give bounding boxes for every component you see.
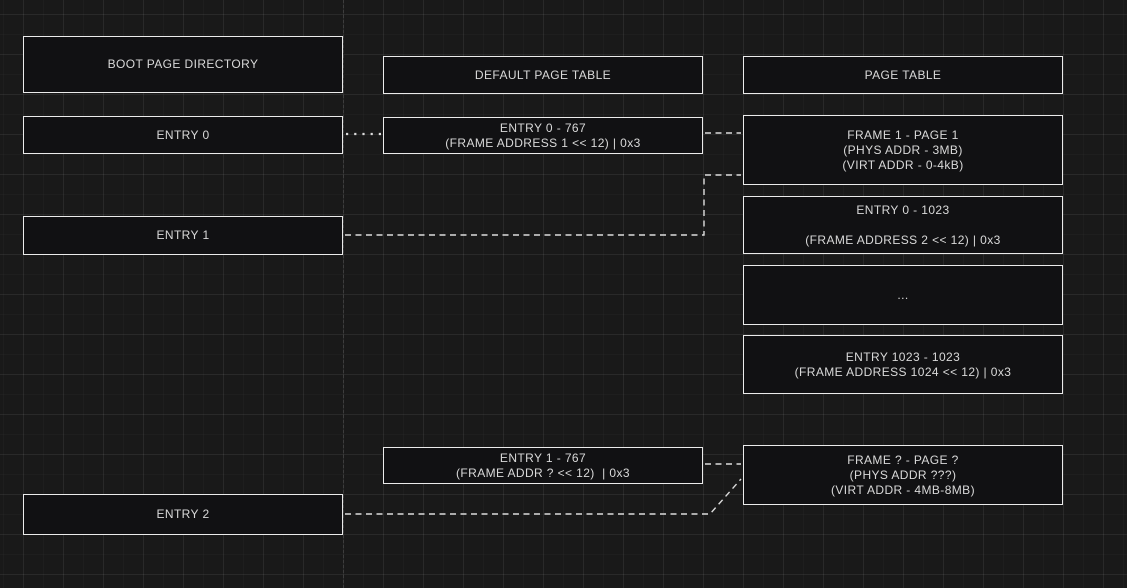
boot-dir-entry2-label: ENTRY 2 <box>156 507 210 521</box>
pt-entry0-1023-box[interactable]: ENTRY 0 - 1023 (FRAME ADDRESS 2 << 12) |… <box>743 196 1063 254</box>
boot-page-directory-title: BOOT PAGE DIRECTORY <box>107 57 259 71</box>
default-pt-entry1-label: ENTRY 1 - 767 (FRAME ADDR ? << 12) | 0x3 <box>456 450 630 480</box>
pt-entry1023-label: ENTRY 1023 - 1023 (FRAME ADDRESS 1024 <<… <box>794 349 1012 379</box>
page-table-header-box[interactable]: PAGE TABLE <box>743 56 1063 94</box>
boot-dir-entry0-label: ENTRY 0 <box>156 127 210 142</box>
default-page-table-header-box[interactable]: DEFAULT PAGE TABLE <box>383 56 703 94</box>
default-pt-entry0-box[interactable]: ENTRY 0 - 767 (FRAME ADDRESS 1 << 12) | … <box>383 117 703 154</box>
connector-entry1-to-frame1[interactable] <box>345 174 741 236</box>
pt-entry0-1023-label: ENTRY 0 - 1023 (FRAME ADDRESS 2 << 12) |… <box>805 202 1001 247</box>
pt-ellipsis-label: ... <box>897 287 909 302</box>
frame1-page1-label: FRAME 1 - PAGE 1 (PHYS ADDR - 3MB) (VIRT… <box>842 127 964 172</box>
boot-page-directory-header-box[interactable]: BOOT PAGE DIRECTORY <box>23 36 343 93</box>
pt-entry1023-box[interactable]: ENTRY 1023 - 1023 (FRAME ADDRESS 1024 <<… <box>743 335 1063 394</box>
pt-ellipsis-box[interactable]: ... <box>743 265 1063 325</box>
boot-dir-entry1-label: ENTRY 1 <box>156 228 210 242</box>
default-pt-entry1-box[interactable]: ENTRY 1 - 767 (FRAME ADDR ? << 12) | 0x3 <box>383 447 703 484</box>
boot-dir-entry1-box[interactable]: ENTRY 1 <box>23 216 343 255</box>
boot-dir-entry2-box[interactable]: ENTRY 2 <box>23 494 343 535</box>
column-guide-line <box>343 0 344 588</box>
frame-q-page-q-box[interactable]: FRAME ? - PAGE ? (PHYS ADDR ???) (VIRT A… <box>743 445 1063 505</box>
default-pt-entry0-label: ENTRY 0 - 767 (FRAME ADDRESS 1 << 12) | … <box>445 120 641 150</box>
frame1-page1-box[interactable]: FRAME 1 - PAGE 1 (PHYS ADDR - 3MB) (VIRT… <box>743 115 1063 185</box>
page-table-title: PAGE TABLE <box>864 67 942 82</box>
default-page-table-title: DEFAULT PAGE TABLE <box>474 67 612 82</box>
connector-entry2-to-frame-q[interactable] <box>345 478 742 515</box>
boot-dir-entry0-box[interactable]: ENTRY 0 <box>23 116 343 154</box>
frame-q-page-q-label: FRAME ? - PAGE ? (PHYS ADDR ???) (VIRT A… <box>831 452 975 497</box>
